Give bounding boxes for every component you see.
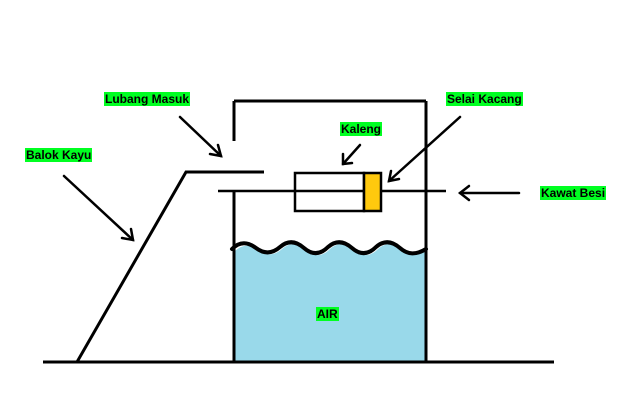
arrow-kawat-besi [457,184,521,202]
water-surface-wave [230,240,428,256]
label-air: AIR [316,307,339,321]
wooden-plank [75,170,264,363]
arrow-lubang-masuk [178,115,223,158]
label-lubang-masuk: Lubang Masuk [104,92,191,106]
water-body [234,244,426,361]
arrow-balok-kayu [62,174,135,242]
label-kawat-besi: Kawat Besi [540,186,607,200]
label-kaleng: Kaleng [340,122,383,136]
label-selai-kacang: Selai Kacang [446,92,523,106]
peanut-butter [362,171,383,213]
label-balok-kayu: Balok Kayu [25,148,93,162]
arrow-kaleng [341,143,362,166]
arrow-selai-kacang [387,115,462,183]
